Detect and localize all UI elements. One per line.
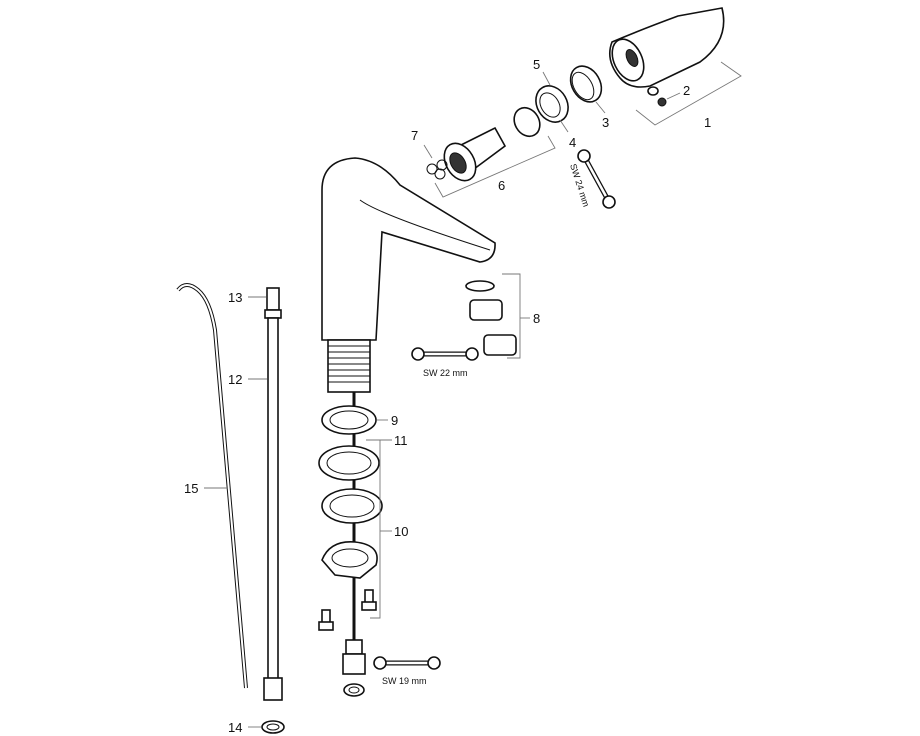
label-4: 4 (569, 135, 576, 150)
label-7: 7 (411, 128, 418, 143)
label-1: 1 (704, 115, 711, 130)
part-faucet-body (321, 157, 496, 393)
wrench-sw24-icon (577, 149, 616, 209)
label-6: 6 (498, 178, 505, 193)
part-handle (609, 7, 742, 126)
label-9: 9 (391, 413, 398, 428)
label-8: 8 (533, 311, 540, 326)
label-11: 11 (394, 433, 408, 448)
part-ring (569, 65, 606, 114)
label-3: 3 (602, 115, 609, 130)
label-10: 10 (394, 524, 408, 539)
wrench-sw22-label: SW 22 mm (423, 368, 468, 378)
wrench-sw19-icon (373, 656, 441, 670)
wrench-sw19-label: SW 19 mm (382, 676, 427, 686)
part-washers (318, 405, 392, 619)
part-nut (535, 71, 569, 133)
part-cartridge (434, 106, 556, 198)
part-hose-nut (342, 639, 366, 697)
label-12: 12 (228, 372, 242, 387)
part-aerator (465, 273, 530, 359)
wrench-sw22-icon (411, 347, 479, 361)
label-5: 5 (533, 57, 540, 72)
part-screw-cap (647, 86, 681, 107)
label-13: 13 (228, 290, 242, 305)
part-screws (318, 589, 377, 631)
label-14: 14 (228, 720, 242, 735)
part-lift-rod (176, 283, 248, 689)
label-15: 15 (184, 481, 198, 496)
part-seal (423, 144, 448, 180)
part-hose (248, 287, 285, 734)
wrench-sw24-label: SW 24 mm (568, 163, 591, 208)
label-2: 2 (683, 83, 690, 98)
